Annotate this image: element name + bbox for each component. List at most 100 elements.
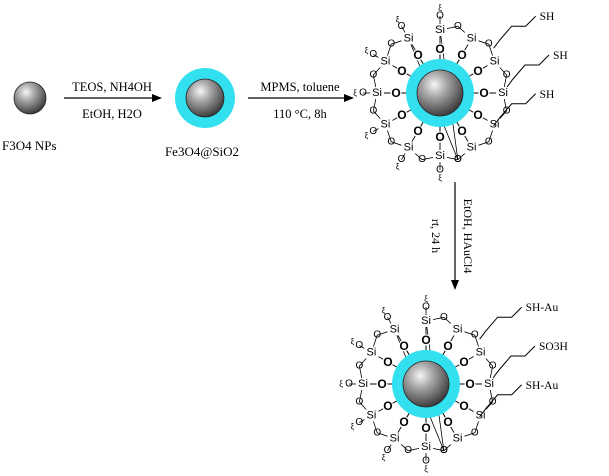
wavy-bond: ξ	[424, 295, 428, 304]
step2-reagent-top: MPMS, toluene	[260, 80, 340, 94]
inner-oxygen-atom: O	[421, 421, 430, 435]
inner-oxygen-atom: O	[473, 64, 482, 78]
atom-backdrop	[398, 416, 410, 428]
wavy-bond: ξ	[438, 4, 442, 13]
step2-reagent-bottom: 110 °C, 8h	[273, 107, 327, 121]
atom-backdrop	[450, 432, 465, 445]
silicon-atom: Si	[498, 87, 508, 99]
oxygen-atom: O	[503, 105, 511, 116]
wavy-bond: ξ	[396, 162, 400, 171]
wavy-bond: ξ	[353, 89, 357, 98]
oxygen-atom: O	[369, 70, 377, 81]
wavy-bond: ξ	[382, 453, 386, 462]
atom-backdrop	[456, 125, 468, 137]
oxygen-atom: O	[355, 340, 363, 351]
inner-oxygen-atom: O	[383, 399, 392, 413]
oxygen-atom: O	[404, 445, 412, 456]
atom-backdrop	[433, 24, 447, 36]
atom-backdrop	[464, 378, 476, 390]
propyl-chain	[479, 384, 522, 418]
inner-oxygen-atom: O	[397, 108, 406, 122]
atom-backdrop	[420, 334, 432, 346]
propyl-chain	[479, 306, 522, 340]
oxygen-atom: O	[369, 49, 377, 60]
silicon-atom: Si	[372, 87, 382, 99]
atom-backdrop	[412, 125, 424, 137]
atom-backdrop	[482, 378, 496, 390]
atom-backdrop	[442, 416, 454, 428]
inner-oxygen-atom: O	[473, 108, 482, 122]
fe3o4-nanoparticle	[13, 81, 47, 115]
silicon-atom: Si	[404, 32, 414, 44]
oxygen-atom: O	[387, 39, 395, 50]
start-label: F3O4 NPs	[2, 138, 57, 153]
inner-oxygen-atom: O	[397, 64, 406, 78]
propyl-chain	[493, 15, 536, 49]
oxygen-atom: O	[369, 105, 377, 116]
chain-end-group: SH	[540, 11, 555, 23]
wavy-bond: ξ	[365, 46, 369, 55]
wavy-bond: ξ	[351, 337, 355, 346]
atom-backdrop	[450, 323, 465, 336]
silicon-atom: Si	[467, 32, 477, 44]
inner-oxygen-atom: O	[435, 42, 444, 56]
atom-backdrop	[473, 346, 488, 359]
product-label: Fe3O4@SiO2	[165, 144, 239, 159]
inner-oxygen-atom: O	[465, 377, 474, 391]
inner-oxygen-atom: O	[443, 415, 452, 429]
inner-oxygen-atom: O	[377, 377, 386, 391]
oxygen-atom: O	[436, 11, 444, 22]
chain-end-group: SH	[553, 50, 568, 62]
atom-backdrop	[420, 422, 432, 434]
wavy-bond: ξ	[351, 422, 355, 431]
oxygen-atom: O	[485, 39, 493, 50]
oxygen-atom: O	[454, 21, 462, 32]
oxygen-atom: O	[454, 154, 462, 165]
oxygen-atom: O	[489, 396, 497, 407]
oxygen-atom: O	[436, 165, 444, 176]
oxygen-atom: O	[355, 417, 363, 428]
step3-reagent-left: rt, 24 h	[429, 219, 443, 253]
oxygen-atom: O	[485, 136, 493, 147]
oxygen-atom: O	[440, 312, 448, 323]
chain-end-group: SH-Au	[526, 302, 559, 314]
oxygen-atom: O	[418, 154, 426, 165]
oxygen-atom: O	[471, 427, 479, 438]
atom-backdrop	[419, 441, 433, 453]
atom-backdrop	[382, 356, 394, 368]
inner-oxygen-atom: O	[399, 339, 408, 353]
wavy-bond: ξ	[438, 174, 442, 183]
atom-backdrop	[396, 65, 408, 77]
silicon-atom: Si	[390, 433, 400, 445]
wavy-bond: ξ	[382, 306, 386, 315]
propyl-chain	[506, 54, 550, 88]
oxygen-atom: O	[503, 70, 511, 81]
atom-backdrop	[378, 55, 393, 68]
silicon-atom: Si	[476, 347, 486, 359]
oxygen-atom: O	[369, 126, 377, 137]
atom-backdrop	[487, 55, 502, 68]
atom-backdrop	[419, 315, 433, 327]
inner-oxygen-atom: O	[413, 48, 422, 62]
atom-backdrop	[442, 340, 454, 352]
inner-oxygen-atom: O	[479, 86, 488, 100]
atom-backdrop	[387, 432, 402, 445]
silicon-atom: Si	[390, 323, 400, 335]
inner-oxygen-atom: O	[443, 339, 452, 353]
propyl-chain	[493, 93, 536, 127]
oxygen-atom: O	[384, 312, 392, 323]
magnetite-core	[416, 69, 464, 117]
oxygen-atom: O	[387, 136, 395, 147]
atom-backdrop	[382, 400, 394, 412]
inner-oxygen-atom: O	[435, 130, 444, 144]
silicon-atom: Si	[381, 119, 391, 131]
atom-backdrop	[390, 87, 402, 99]
oxygen-atom: O	[355, 361, 363, 372]
inner-oxygen-atom: O	[421, 333, 430, 347]
atom-backdrop	[396, 109, 408, 121]
inner-oxygen-atom: O	[399, 415, 408, 429]
oxygen-atom: O	[384, 445, 392, 456]
